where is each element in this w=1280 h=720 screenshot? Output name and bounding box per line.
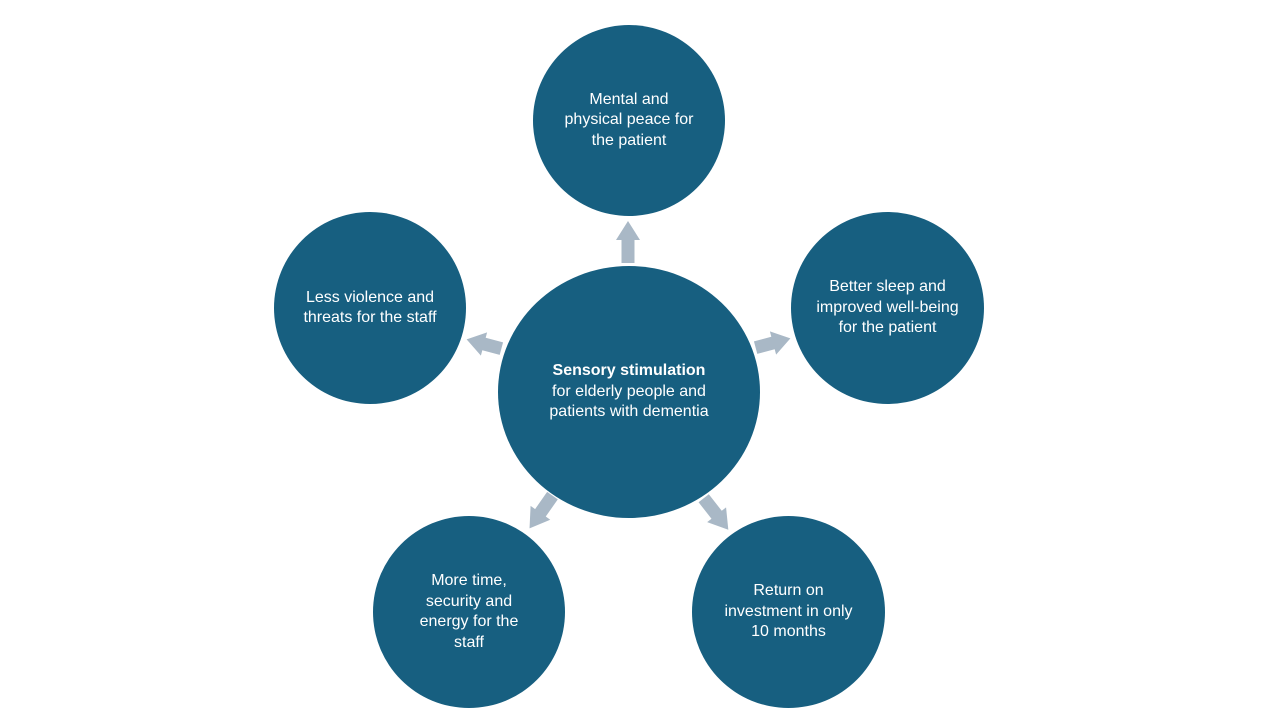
- center-title: Sensory stimulation: [552, 362, 706, 380]
- center-subtitle: for elderly people and patients with dem…: [549, 382, 709, 421]
- node-top-label: Mental and physical peace for the patien…: [564, 90, 694, 149]
- node-left-label: Less violence and threats for the staff: [303, 288, 437, 327]
- node-left-circle: Less violence and threats for the staff: [274, 212, 466, 404]
- arrow-to-bottom-right: [698, 494, 729, 530]
- node-right-circle: Better sleep and improved well-being for…: [791, 212, 984, 404]
- arrow-to-top: [616, 221, 640, 263]
- arrow-to-left: [466, 332, 504, 356]
- node-bottom-right-label: Return on investment in only 10 months: [724, 582, 853, 641]
- node-bottom-right-circle: Return on investment in only 10 months: [692, 516, 885, 708]
- node-right-label: Better sleep and improved well-being for…: [816, 278, 959, 337]
- arrow-to-right: [753, 331, 791, 355]
- center-circle: Sensory stimulation for elderly people a…: [498, 266, 760, 518]
- node-bottom-left-circle: More time, security and energy for the s…: [373, 516, 565, 708]
- node-top-circle: Mental and physical peace for the patien…: [533, 25, 725, 216]
- node-bottom-left-label: More time, security and energy for the s…: [419, 572, 519, 651]
- arrow-to-bottom-left: [529, 491, 558, 529]
- center-text: Sensory stimulation for elderly people a…: [528, 361, 730, 423]
